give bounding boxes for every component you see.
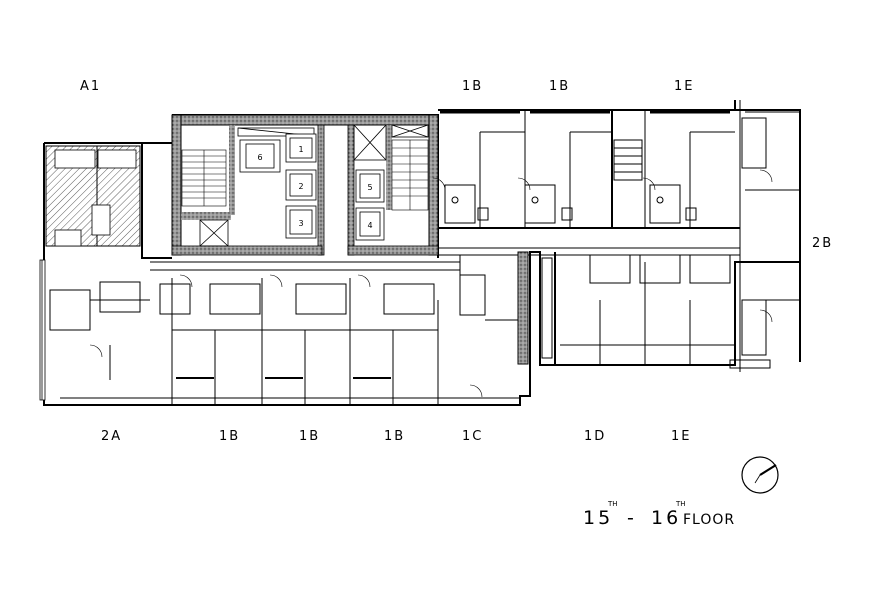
unit-label-2a: 2A <box>101 429 122 444</box>
lift-1: 1 <box>285 133 317 163</box>
floor-end: 16 <box>651 507 681 529</box>
unit-label-a1: A1 <box>80 79 101 94</box>
unit-label-1b-bottom-2: 1B <box>299 429 320 444</box>
bottom-units <box>49 251 735 405</box>
core-block: 6 1 2 3 5 <box>171 114 439 256</box>
unit-label-1e-bottom: 1E <box>671 429 692 444</box>
floor-end-suffix: TH <box>675 500 686 508</box>
lift-6: 6 <box>239 139 281 173</box>
door-swings <box>89 169 773 398</box>
lift-number: 4 <box>367 221 372 230</box>
facade-windows-left <box>39 259 46 401</box>
lift-4: 4 <box>355 207 385 241</box>
unit-label-1e-top: 1E <box>674 79 695 94</box>
floor-title: 15 TH - 16 TH FLOOR <box>583 500 735 529</box>
unit-label-1b-top-right: 1B <box>549 79 570 94</box>
unit-label-1b-bottom-1: 1B <box>219 429 240 444</box>
lift-number: 5 <box>367 183 372 192</box>
unit-label-1b-bottom-3: 1B <box>384 429 405 444</box>
floor-word: FLOOR <box>683 512 735 528</box>
unit-label-1b-top-left: 1B <box>462 79 483 94</box>
lift-2: 2 <box>285 169 317 201</box>
floor-dash: - <box>627 507 637 529</box>
lift-number: 2 <box>298 182 303 191</box>
unit-2b-area <box>729 100 801 372</box>
lift-group: 6 1 2 3 5 <box>239 133 385 241</box>
lift-3: 3 <box>285 205 317 239</box>
unit-label-2b: 2B <box>812 236 833 251</box>
unit-label-1c: 1C <box>462 429 483 444</box>
unit-a1-area <box>45 145 141 247</box>
unit-labels: A1 1B 1B 1E 2B 2A 1B 1B 1B 1C 1D 1E <box>80 79 833 444</box>
floor-start: 15 <box>583 507 613 529</box>
lift-number: 6 <box>257 153 262 162</box>
lift-number: 1 <box>298 145 303 154</box>
unit-label-1d: 1D <box>584 429 606 444</box>
north-arrow-icon <box>741 456 779 494</box>
top-units <box>440 110 735 228</box>
stair-right <box>391 139 429 211</box>
lift-number: 3 <box>298 219 303 228</box>
stair-left <box>181 149 227 207</box>
lift-5: 5 <box>355 169 385 203</box>
floor-start-suffix: TH <box>607 500 618 508</box>
